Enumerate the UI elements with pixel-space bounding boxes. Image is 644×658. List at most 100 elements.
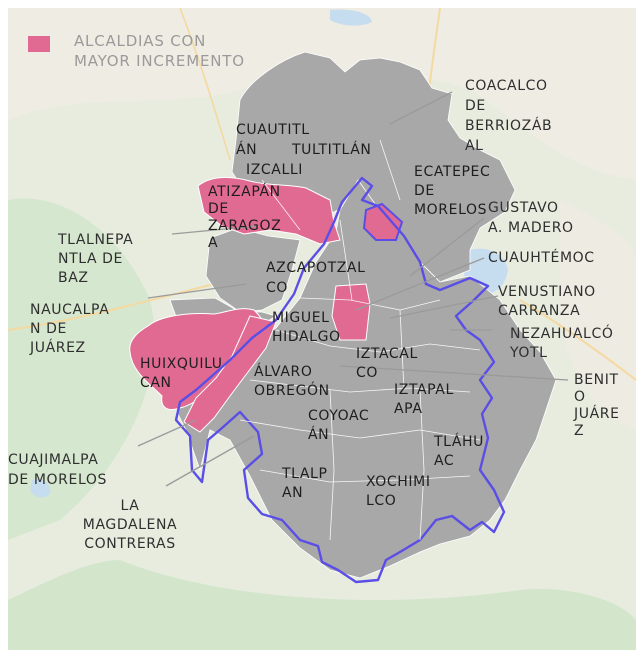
leader-cuajimalpa [137,419,197,447]
label-iztapalapa: IZTAPAL APA [394,382,454,417]
lake-west [30,478,51,498]
label-line: BERRIOZÁB [465,117,552,134]
label-line: OBREGÓN [254,381,330,399]
label-line: MORELOS [414,202,487,218]
label-line: AC [434,453,454,469]
road-4 [179,7,231,161]
label-line: DE [208,201,229,217]
label-line: CAN [140,375,172,391]
label-line: TULTITLÁN [291,141,371,158]
label-tlalpan: TLALP AN [281,466,328,501]
label-line: O [574,389,586,405]
label-line: MIGUEL [272,310,330,326]
label-tultitlan: TULTITLÁN [291,141,371,158]
region-cuajimalpa[interactable] [183,315,277,433]
label-line: LCO [366,493,396,509]
label-line: BAZ [58,270,89,286]
label-line: COACALCO [465,78,548,94]
district-lines [239,139,481,541]
leader-coacalco [389,91,453,125]
label-line: DE MORELOS [8,472,107,488]
road-3 [519,299,637,381]
leader-tlalnepantla [171,225,259,235]
road-1 [7,279,231,331]
label-line: Z [574,423,584,439]
region-atizapan[interactable] [197,177,341,245]
label-line: IZTAPAL [394,382,454,398]
label-line: APA [394,401,423,417]
label-venustiano: VENUSTIANO CARRANZA [498,284,596,319]
label-nezahualcoyotl: NEZAHUALCÓ YOTL [509,324,613,361]
label-ecatepec: ECATEPEC DE MORELOS [414,164,490,218]
label-line: DE [414,183,435,199]
label-line: A [208,235,218,251]
highlighted-regions [129,177,404,433]
basemap-beige-north [8,8,636,180]
leader-lines [137,91,569,487]
label-tlahuac: TLÁHU AC [433,433,484,469]
region-azcapotzalco-patch[interactable] [331,283,371,341]
label-line: A. MADERO [488,220,574,236]
leader-naucalpan [147,283,247,299]
label-line: CARRANZA [498,303,580,319]
label-line: GUSTAVO [488,200,559,216]
label-line: BENIT [574,372,619,388]
label-line: ÁN [308,426,329,443]
label-line: CO [266,280,288,296]
label-magdalena: LA MAGDALENA CONTRERAS [83,498,177,552]
label-cuauhtemoc: CUAUHTÉMOC [488,249,595,266]
label-line: ECATEPEC [414,164,490,180]
legend-line: MAYOR INCREMENTO [74,52,245,70]
label-line: AZCAPOTZAL [266,260,366,276]
basemap-beige-east [560,200,636,430]
label-line: ATIZAPÁN [208,183,281,200]
leader-benito [339,365,569,381]
label-line: LA [121,498,140,514]
legend: ALCALDIAS CON MAYOR INCREMENTO [28,32,245,70]
label-huixquilucan: HUIXQUILU CAN [140,356,223,391]
leader-gustavo [409,217,485,277]
label-line: TLALP [281,466,328,482]
label-line: YOTL [509,345,548,361]
label-line: XOCHIMI [366,474,431,490]
label-line: AN [282,485,303,501]
label-line: ÁN [236,141,257,158]
label-line: NEZAHUALCÓ [510,324,613,342]
cdmx-border [174,176,506,584]
label-azcapotzalco: AZCAPOTZAL CO [266,260,366,296]
label-line: TLÁHU [433,433,484,450]
label-line: MAGDALENA [83,517,177,533]
label-xochimilco: XOCHIMI LCO [366,474,431,509]
lake-north [330,9,372,26]
legend-line: ALCALDIAS CON [74,32,206,50]
legend-text: ALCALDIAS CON MAYOR INCREMENTO [74,32,245,70]
label-line: HUIXQUILU [140,356,223,372]
label-iztacalco: IZTACAL CO [356,346,418,381]
label-gustavo: GUSTAVO A. MADERO [488,200,574,236]
label-line: IZTACAL [356,346,418,362]
label-line: CONTRERAS [84,536,175,552]
basemap-green-south [8,560,636,650]
legend-swatch [28,36,50,52]
label-line: NTLA DE [58,251,123,267]
label-line: ZARAGOZ [208,218,281,234]
region-tlalnepantla[interactable] [205,227,301,313]
label-line: NAUCALPA [30,302,109,318]
region-ecatepec-patch[interactable] [362,202,404,241]
leader-magdalena [165,435,255,487]
label-line: CO [356,365,378,381]
label-line: VENUSTIANO [498,284,596,300]
label-line: N DE [30,321,67,337]
